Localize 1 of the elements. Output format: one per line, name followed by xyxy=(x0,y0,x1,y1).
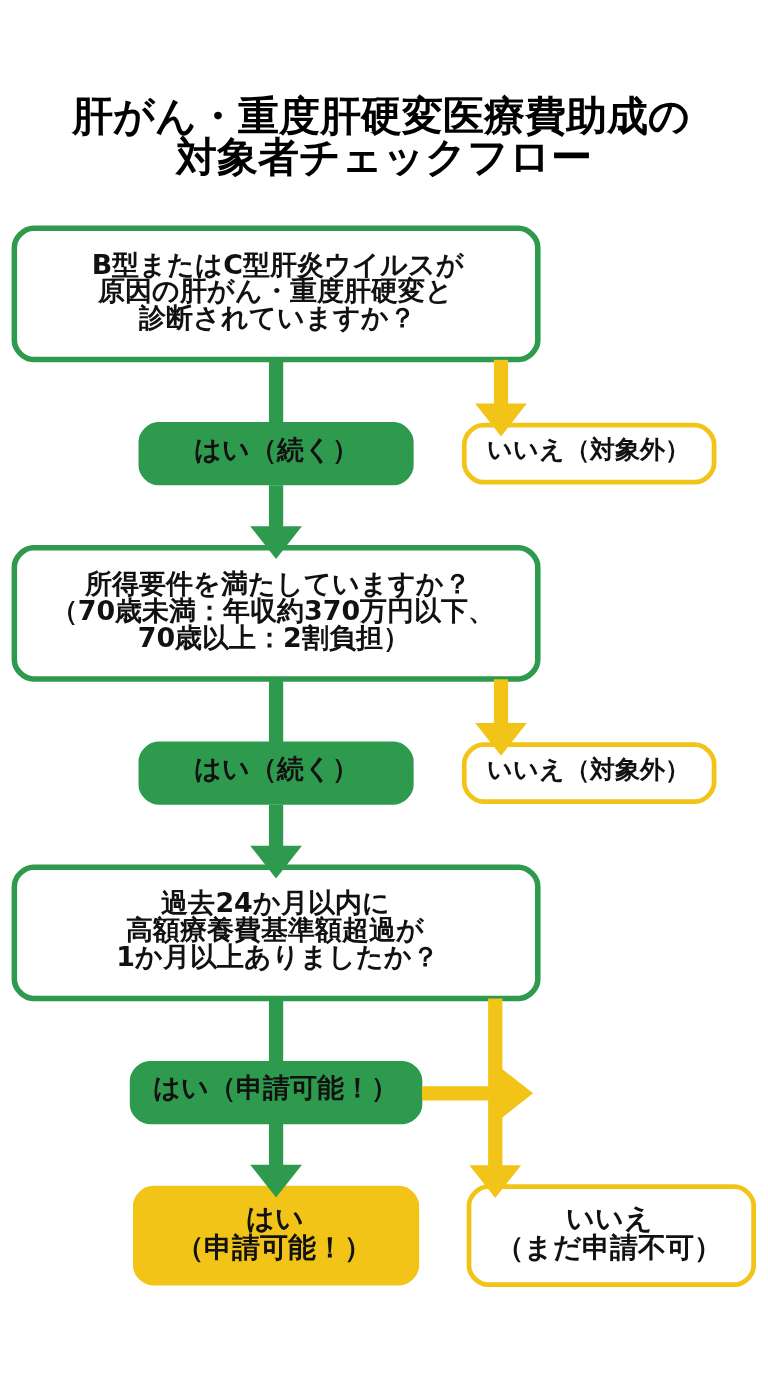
diagram-title: 肝がん・重度肝硬変医療費助成の対象者チェックフロー xyxy=(72,91,691,181)
